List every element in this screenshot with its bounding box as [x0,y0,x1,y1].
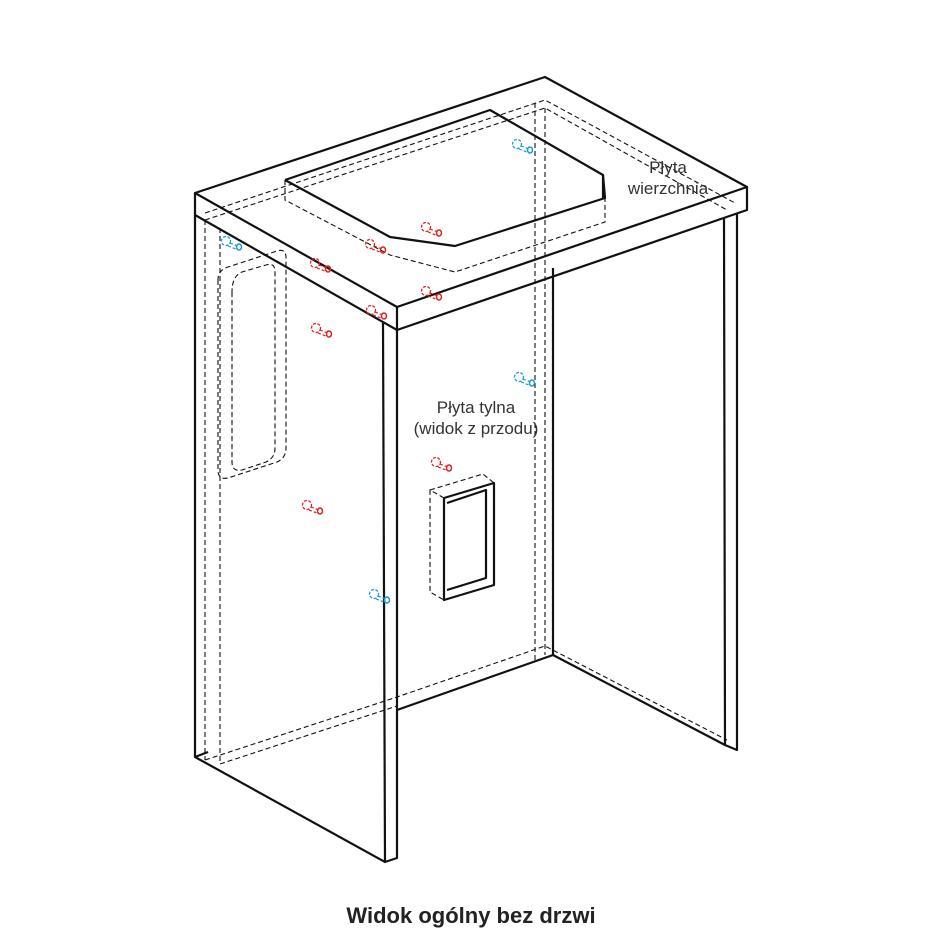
screw-red-icon [365,304,388,320]
label-top-panel: Płyta wierzchnia [628,157,708,199]
back-panel-opening [442,481,496,602]
label-back-panel-line2: (widok z przodu) [413,419,539,438]
screw-red-icon [430,456,453,472]
sink-cutout [284,108,607,248]
right-side-panel [722,214,739,752]
label-top-panel-line1: Płyta [649,158,687,177]
screw-blue-icon [513,371,536,387]
visible-lines [193,75,749,864]
label-back-panel-line1: Płyta tylna [436,398,516,417]
blue-screws [220,138,536,604]
label-back-panel: Płyta tylna (widok z przodu) [414,397,539,439]
screw-red-icon [420,221,443,237]
screw-red-icon [301,499,324,515]
screw-red-icon [310,322,333,338]
hidden-lines [204,99,736,765]
label-top-panel-line2: wierzchnia [627,179,709,198]
screw-blue-icon [511,138,534,154]
screw-blue-icon [368,588,391,604]
drawing-title: Widok ogólny bez drzwi [346,903,596,928]
